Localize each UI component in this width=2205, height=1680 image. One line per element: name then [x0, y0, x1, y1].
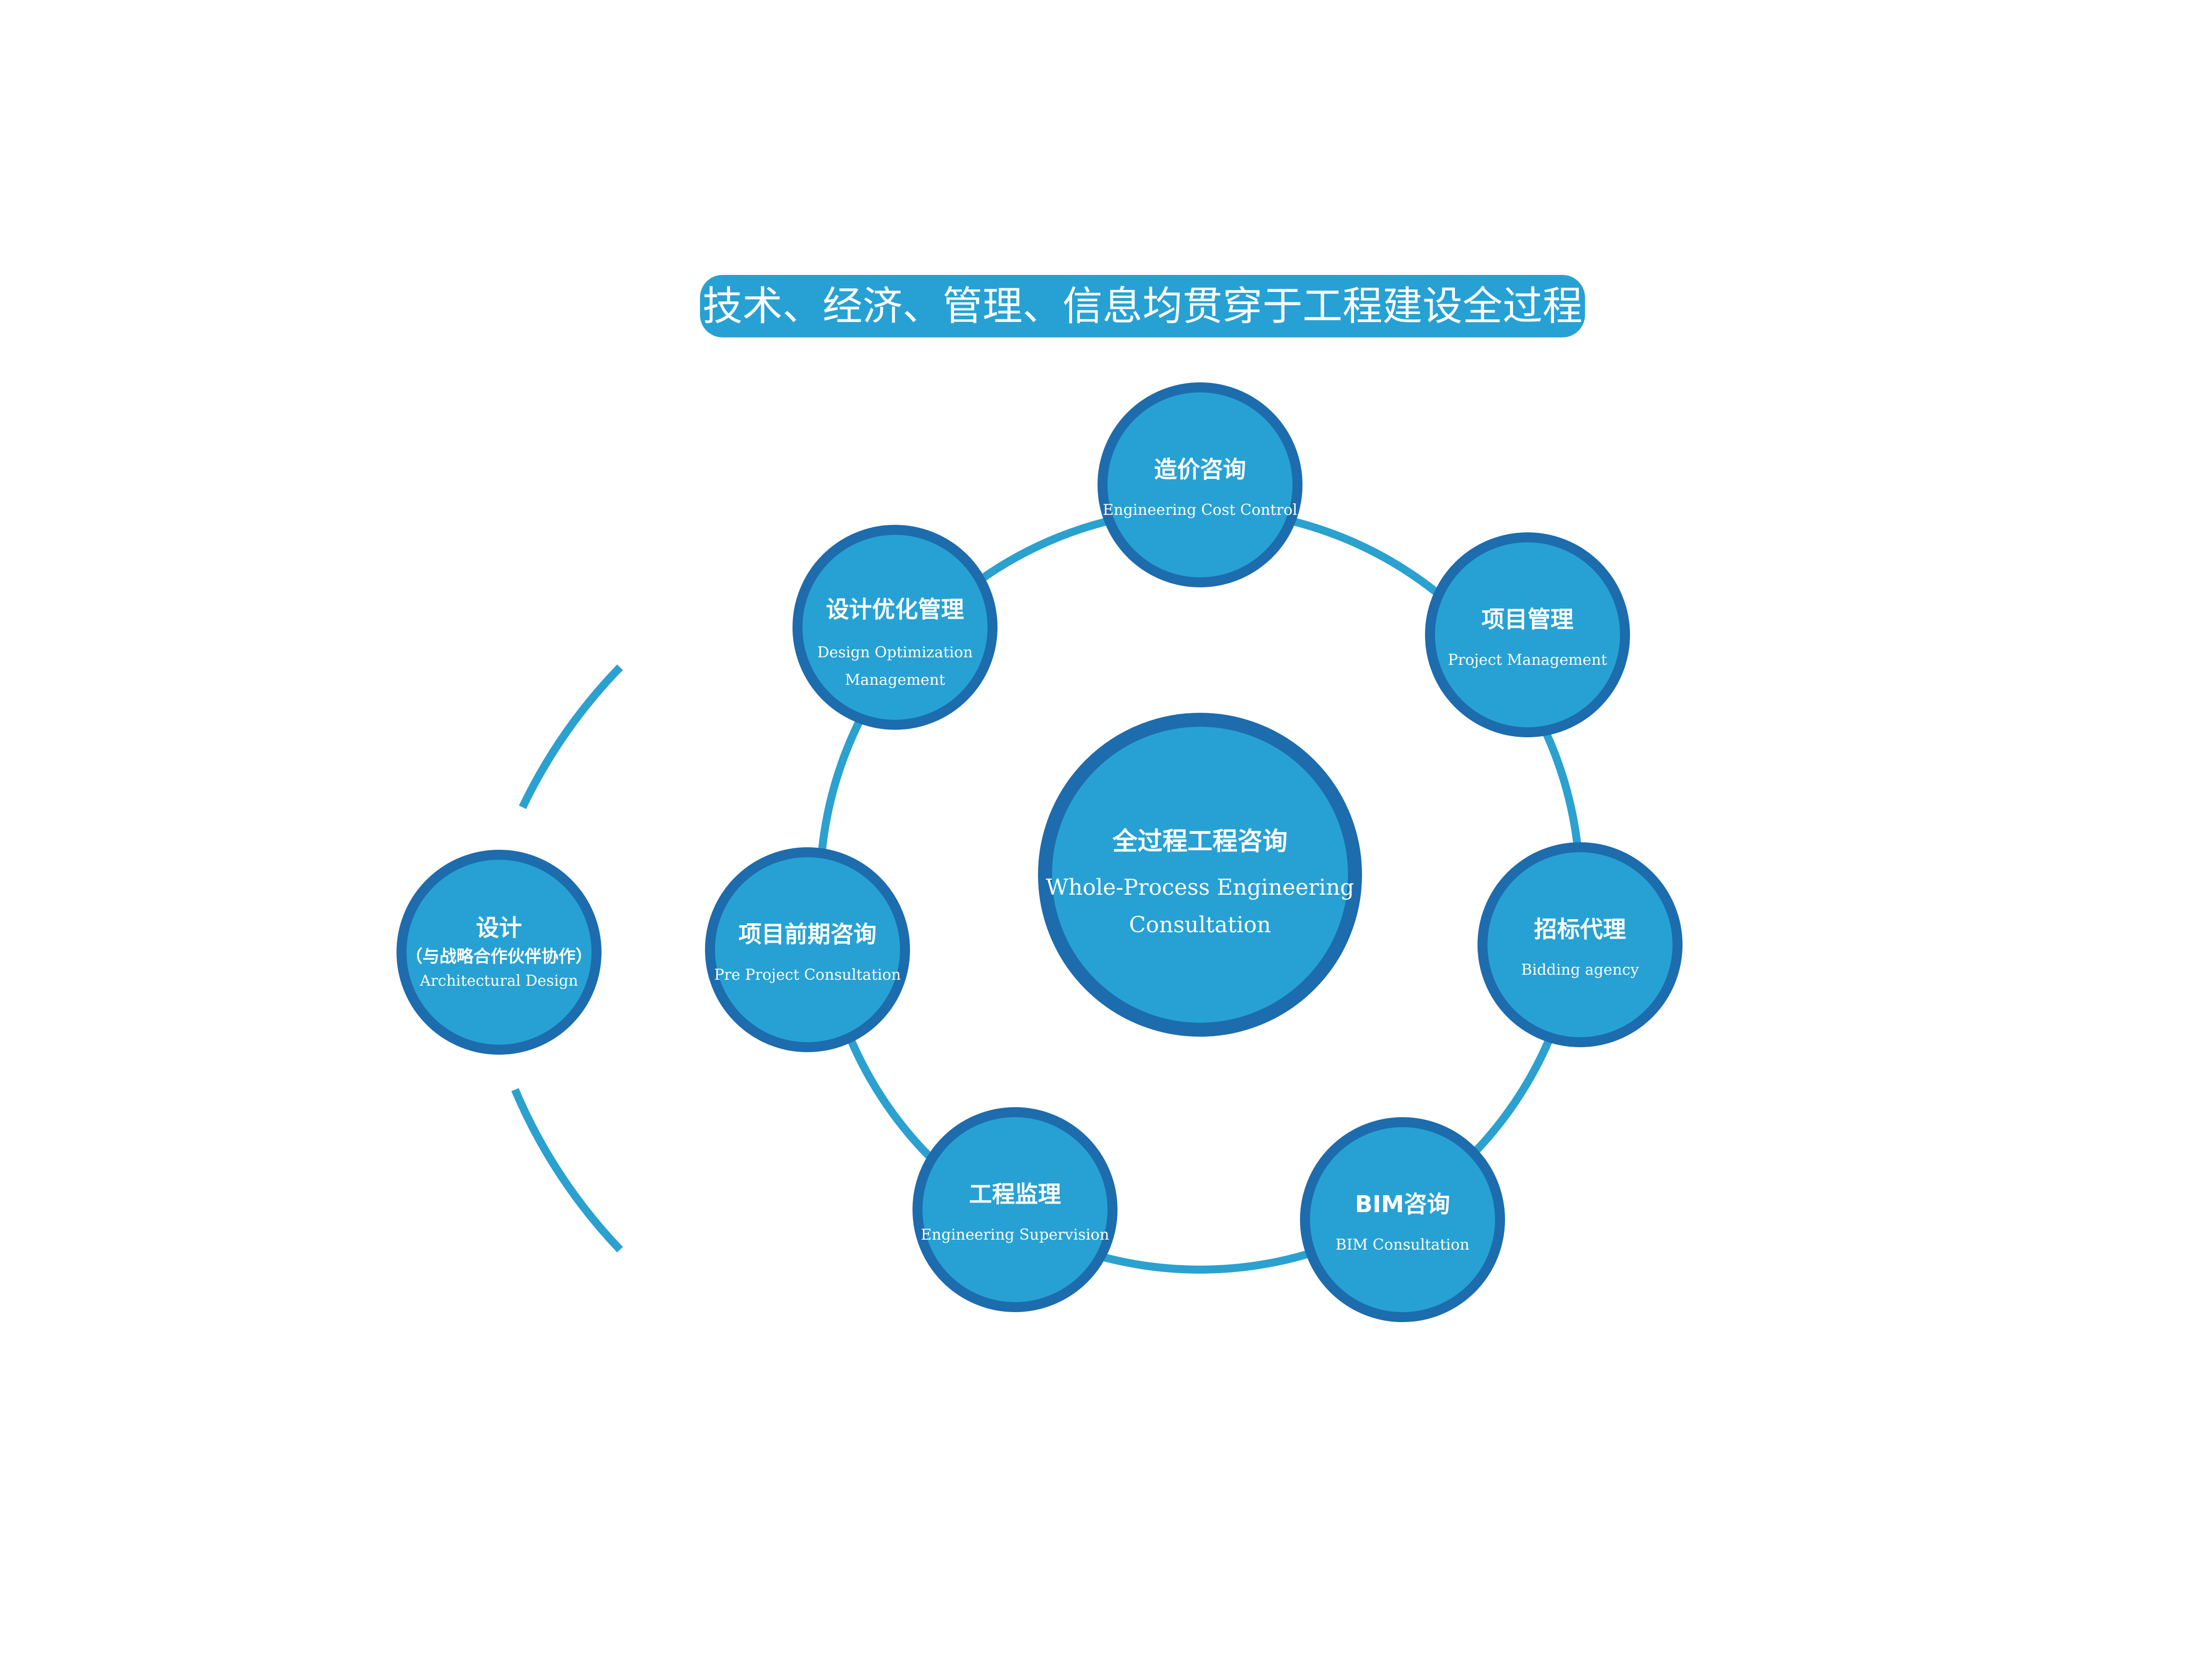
node-circle [1300, 1117, 1505, 1322]
node-title: BIM咨询 [1355, 1191, 1450, 1218]
node-subtitle: Engineering Cost Control [1102, 501, 1297, 519]
center-subtitle-line2: Consultation [1129, 912, 1271, 938]
banner: 技术、经济、管理、信息均贯穿于工程建设全过程 [700, 275, 1585, 337]
node-bidding-agency[interactable]: 招标代理 Bidding agency [1478, 842, 1682, 1047]
center-circle [1038, 713, 1362, 1037]
node-circle [1478, 842, 1682, 1047]
node-subtitle: Architectural Design [420, 972, 578, 990]
node-title: 项目管理 [1482, 606, 1574, 633]
node-subtitle: BIM Consultation [1336, 1236, 1470, 1254]
node-circle [1098, 382, 1302, 587]
node-title: 设计优化管理 [826, 596, 964, 623]
node-circle [912, 1107, 1118, 1312]
banner-text: 技术、经济、管理、信息均贯穿于工程建设全过程 [702, 283, 1582, 329]
node-pre-project-consulting[interactable]: 项目前期咨询 Pre Project Consultation [705, 847, 910, 1052]
node-title: 造价咨询 [1154, 456, 1246, 483]
node-design-optimization[interactable]: 设计优化管理 Design Optimization Management [792, 525, 998, 730]
node-subtitle: Project Management [1448, 651, 1607, 669]
node-title-line2: （与战略合作伙伴协作） [406, 947, 592, 967]
node-circle [792, 525, 998, 730]
node-subtitle: Engineering Supervision [921, 1226, 1110, 1244]
outer-arc-upper [518, 664, 623, 809]
center-node[interactable]: 全过程工程咨询 Whole-Process Engineering Consul… [1038, 713, 1362, 1037]
node-circle [705, 847, 910, 1052]
node-subtitle: Pre Project Consultation [714, 966, 900, 984]
banner-background [700, 275, 1585, 337]
node-title: 项目前期咨询 [738, 921, 876, 948]
outer-arc-lower [511, 1088, 623, 1253]
node-title: 工程监理 [969, 1181, 1061, 1208]
node-title: 招标代理 [1534, 916, 1626, 943]
node-cost-consulting[interactable]: 造价咨询 Engineering Cost Control [1098, 382, 1302, 587]
node-title: 设计 [476, 914, 522, 941]
node-subtitle-line1: Design Optimization [817, 644, 972, 661]
node-bim-consulting[interactable]: BIM咨询 BIM Consultation [1300, 1117, 1505, 1322]
node-project-management[interactable]: 项目管理 Project Management [1425, 532, 1630, 737]
node-engineering-supervision[interactable]: 工程监理 Engineering Supervision [912, 1107, 1118, 1312]
node-circle [396, 850, 602, 1055]
node-circle [1425, 532, 1630, 737]
center-subtitle-line1: Whole-Process Engineering [1046, 875, 1354, 900]
node-subtitle-line2: Management [845, 671, 945, 689]
node-architectural-design[interactable]: 设计 （与战略合作伙伴协作） Architectural Design [396, 850, 602, 1055]
node-subtitle: Bidding agency [1521, 961, 1639, 979]
center-title: 全过程工程咨询 [1112, 827, 1288, 856]
